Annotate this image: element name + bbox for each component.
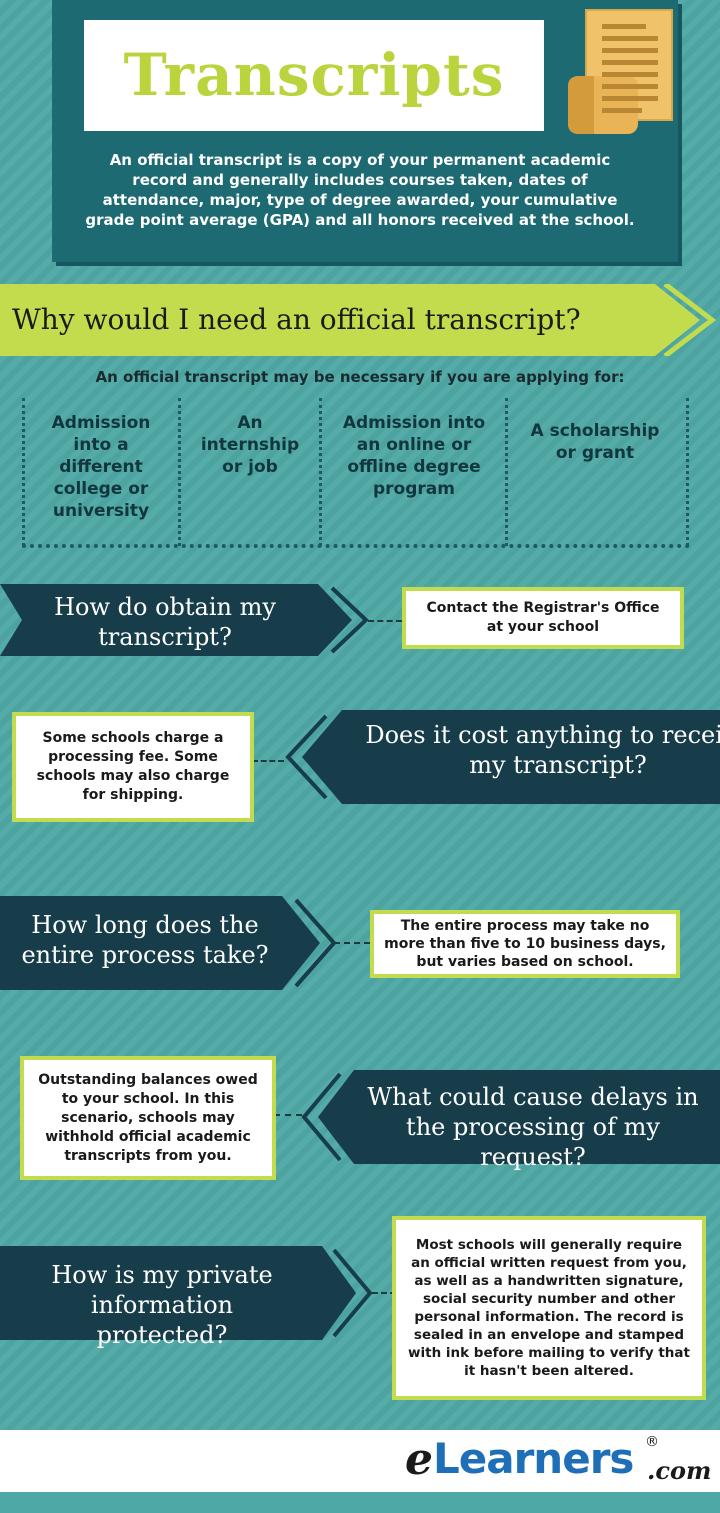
connector-line xyxy=(334,942,370,944)
answer-box: Contact the Registrar's Office at your s… xyxy=(402,587,684,649)
dotted-divider xyxy=(22,544,690,548)
intro-text: An official transcript is a copy of your… xyxy=(85,151,635,229)
why-heading: Why would I need an official transcript? xyxy=(12,303,581,336)
question-text: How long does the entire process take? xyxy=(21,911,269,969)
dotted-divider xyxy=(686,398,689,546)
applying-intro: An official transcript may be necessary … xyxy=(95,368,625,386)
answer-box: Most schools will generally require an o… xyxy=(392,1216,706,1400)
reason-item: An internship or job xyxy=(200,413,300,477)
logo-registered: ® xyxy=(645,1434,659,1450)
dotted-divider xyxy=(22,398,25,546)
logo-main: Learners xyxy=(433,1434,634,1483)
question-arrow xyxy=(301,1070,720,1164)
connector-line xyxy=(368,620,402,622)
connector-line xyxy=(274,1114,302,1116)
footer xyxy=(0,1430,720,1492)
connector-line xyxy=(372,1292,396,1294)
question-text: How is my private information protected? xyxy=(51,1261,273,1349)
answer-box: The entire process may take no more than… xyxy=(370,910,680,978)
question-arrow xyxy=(0,1246,373,1340)
logo-e: e xyxy=(405,1434,433,1485)
header-panel: Transcripts xyxy=(52,0,678,262)
question-text: Does it cost anything to receive my tran… xyxy=(338,720,720,780)
dotted-divider xyxy=(505,398,508,546)
question-text: How do obtain my transcript? xyxy=(54,593,276,651)
logo-suffix: .com xyxy=(647,1456,712,1485)
answer-box: Outstanding balances owed to your school… xyxy=(20,1056,276,1180)
dotted-divider xyxy=(178,398,181,546)
footer-bar xyxy=(0,1492,720,1513)
connector-line xyxy=(252,760,284,762)
reason-item: Admission into a different college or un… xyxy=(51,413,151,521)
answer-box: Some schools charge a processing fee. So… xyxy=(12,712,254,822)
question-arrow xyxy=(0,584,369,656)
reason-item: A scholarship or grant xyxy=(530,421,660,463)
page-title: Transcripts xyxy=(123,41,505,109)
question-text-span: Does it cost anything to receive my tran… xyxy=(365,721,720,779)
elearners-logo[interactable]: e Learners ® .com xyxy=(405,1432,715,1492)
dotted-divider xyxy=(319,398,322,546)
reasons-grid: Admission into a different college or un… xyxy=(22,398,690,548)
question-text: What could cause delays in the processin… xyxy=(367,1083,699,1171)
reason-item: Admission into an online or offline degr… xyxy=(342,413,486,499)
title-box: Transcripts xyxy=(84,20,544,131)
why-banner xyxy=(0,284,717,356)
question-arrow xyxy=(285,710,720,804)
document-icon xyxy=(568,9,673,134)
